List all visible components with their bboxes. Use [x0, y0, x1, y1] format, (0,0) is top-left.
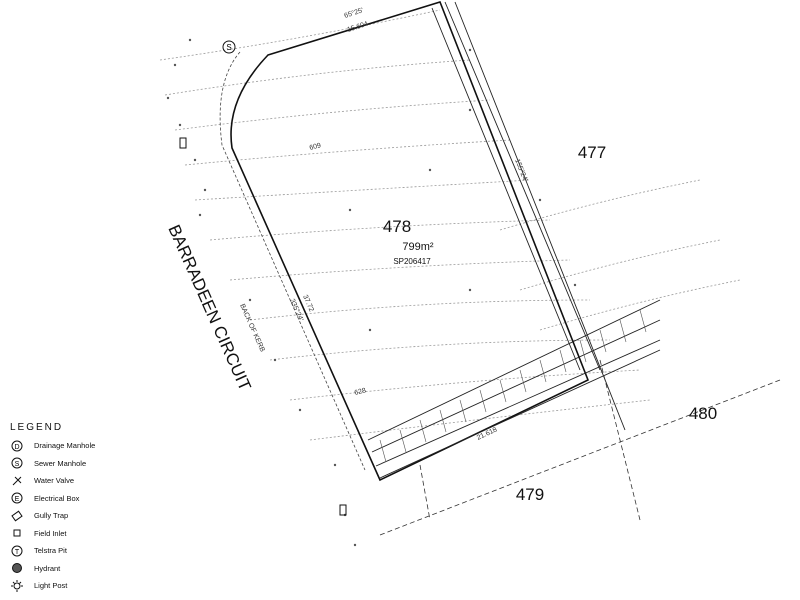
legend-label: Sewer Manhole — [34, 458, 87, 468]
spot-level-marks — [166, 38, 577, 547]
electrical-box-icon: E — [6, 492, 28, 504]
main-lot-number: 478 — [383, 217, 411, 236]
sewer-manhole-icon: S — [6, 457, 28, 469]
legend-item-electrical-box: E Electrical Box — [6, 490, 126, 508]
legend-label: Telstra Pit — [34, 546, 67, 556]
light-post-icon — [6, 579, 28, 592]
lot-479-label: 479 — [516, 485, 544, 504]
gully-trap-icon — [6, 510, 28, 522]
drainage-manhole-icon: D — [6, 440, 28, 452]
legend-item-sewer-manhole: S Sewer Manhole — [6, 455, 126, 473]
svg-text:S: S — [15, 461, 20, 468]
legend-item-drainage-manhole: D Drainage Manhole — [6, 437, 126, 455]
contour-label-lower: 628 — [354, 387, 367, 397]
legend-label: Water Valve — [34, 476, 75, 486]
main-lot-plan: SP206417 — [393, 257, 431, 266]
legend: LEGEND D Drainage Manhole S Sewer Manhol… — [6, 422, 126, 595]
field-inlet-icon — [6, 527, 28, 539]
field-inlet-marker — [179, 137, 187, 149]
svg-text:T: T — [15, 549, 20, 556]
left-distance: 37.72 — [301, 294, 315, 313]
legend-title: LEGEND — [10, 422, 64, 433]
top-distance: 15.604 — [346, 21, 369, 34]
contour-label-upper: 609 — [309, 142, 322, 152]
legend-item-gully-trap: Gully Trap — [6, 507, 126, 525]
svg-text:E: E — [15, 496, 20, 503]
sewer-manhole-marker: S — [222, 40, 236, 54]
svg-text:S: S — [226, 43, 231, 52]
lot-480-label: 480 — [689, 404, 717, 423]
left-bearing: 335°24' — [288, 298, 305, 323]
legend-item-water-valve: Water Valve — [6, 472, 126, 490]
adjacent-lot-boundaries — [379, 359, 781, 536]
legend-item-light-post: Light Post — [6, 577, 126, 595]
retaining-wall-band — [367, 299, 661, 479]
water-valve-icon — [6, 475, 28, 487]
legend-item-hydrant: Hydrant — [6, 560, 126, 578]
kerb-line — [219, 51, 366, 471]
legend-label: Electrical Box — [34, 493, 80, 503]
main-lot-area: 799m² — [402, 241, 434, 253]
legend-label: Drainage Manhole — [34, 441, 96, 451]
top-bearing: 65°25' — [343, 6, 364, 20]
legend-label: Hydrant — [34, 563, 61, 573]
legend-label: Light Post — [34, 581, 68, 591]
legend-item-telstra-pit: T Telstra Pit — [6, 542, 126, 560]
legend-label: Field Inlet — [34, 528, 67, 538]
svg-text:D: D — [14, 444, 19, 451]
easement-lines — [431, 1, 626, 431]
telstra-pit-icon: T — [6, 545, 28, 557]
hydrant-icon — [6, 562, 28, 574]
lot-477-label: 477 — [578, 143, 606, 162]
legend-item-field-inlet: Field Inlet — [6, 525, 126, 543]
legend-label: Gully Trap — [34, 511, 69, 521]
field-inlet-marker-lower — [339, 504, 347, 516]
lot-478-boundary — [230, 1, 590, 482]
back-of-kerb-label: BACK OF KERB — [238, 303, 266, 353]
wall-hatching — [379, 309, 647, 463]
